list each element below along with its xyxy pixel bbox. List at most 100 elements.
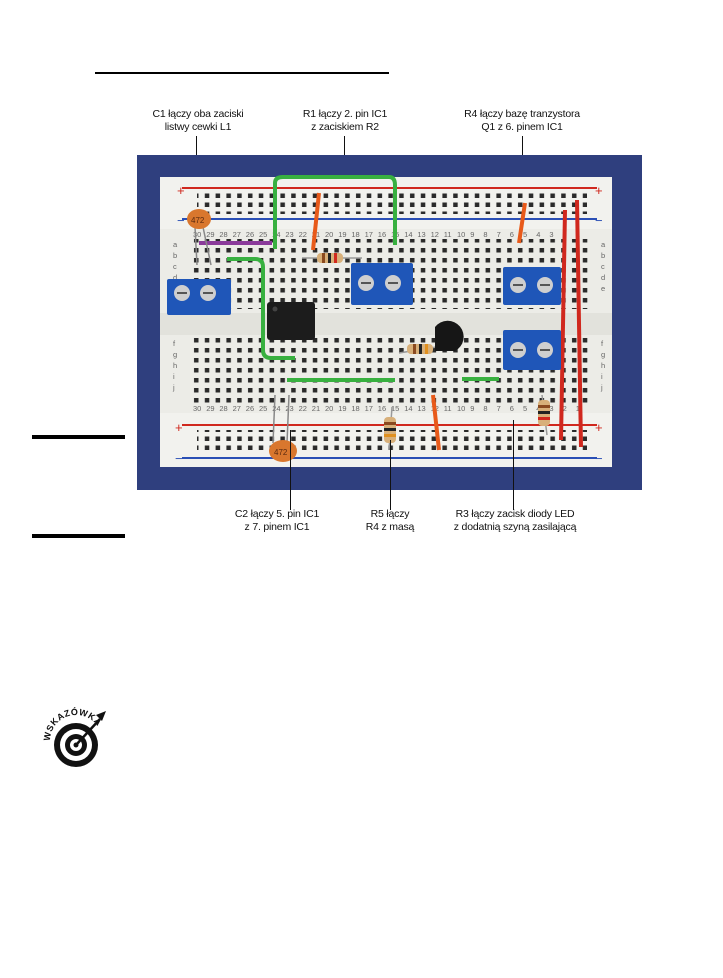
column-number: 30 bbox=[193, 404, 201, 413]
column-number: 26 bbox=[246, 404, 254, 413]
breadboard-photo: + − + − + − + − aabbccddeeffgghhiijj 303… bbox=[137, 155, 642, 490]
row-letter: a bbox=[601, 240, 606, 249]
row-letter: g bbox=[173, 350, 177, 359]
caption-r4: R4 łączy bazę tranzystora Q1 z 6. pinem … bbox=[452, 108, 592, 134]
column-number: 21 bbox=[312, 404, 320, 413]
caption-r4-line2: Q1 z 6. pinem IC1 bbox=[481, 121, 563, 133]
caption-c1-line1: C1 łączy oba zaciski bbox=[152, 108, 244, 120]
resistor-r3 bbox=[538, 394, 550, 436]
caption-r1-line1: R1 łączy 2. pin IC1 bbox=[302, 108, 388, 120]
column-number: 3 bbox=[549, 404, 553, 413]
caption-r3: R3 łączy zacisk diody LED z dodatnią szy… bbox=[445, 508, 585, 534]
caption-c2: C2 łączy 5. pin IC1 z 7. pinem IC1 bbox=[222, 508, 332, 534]
column-number: 2 bbox=[563, 404, 567, 413]
row-letter: c bbox=[173, 262, 177, 271]
column-number: 13 bbox=[417, 404, 425, 413]
caption-c1-line2: listwy cewki L1 bbox=[164, 121, 232, 133]
rail-minus-top-left: − bbox=[177, 213, 185, 228]
column-number: 25 bbox=[259, 230, 267, 239]
column-number: 29 bbox=[206, 404, 214, 413]
caption-c2-line2: z 7. pinem IC1 bbox=[244, 521, 310, 533]
column-number: 27 bbox=[233, 230, 241, 239]
rail-plus-bottom-right: + bbox=[595, 420, 603, 435]
column-number: 16 bbox=[378, 230, 386, 239]
caption-c2-line1: C2 łączy 5. pin IC1 bbox=[234, 508, 320, 520]
column-number: 20 bbox=[325, 230, 333, 239]
caption-c1: C1 łączy oba zaciski listwy cewki L1 bbox=[148, 108, 248, 134]
resistor-r1 bbox=[302, 253, 362, 263]
row-letter: h bbox=[173, 361, 177, 370]
column-number: 14 bbox=[404, 230, 412, 239]
rail-minus-bottom-left: − bbox=[175, 451, 183, 466]
caption-r5: R5 łączy R4 z masą bbox=[350, 508, 430, 534]
column-number: 10 bbox=[457, 404, 465, 413]
row-letter: g bbox=[601, 350, 605, 359]
red-wire-1 bbox=[575, 199, 583, 448]
row-letter: j bbox=[172, 383, 175, 392]
resistor-r5 bbox=[384, 406, 396, 451]
column-number: 16 bbox=[378, 404, 386, 413]
svg-text:472: 472 bbox=[274, 448, 288, 457]
row-letter: f bbox=[173, 339, 176, 348]
rail-plus-top-left: + bbox=[177, 183, 185, 198]
column-number: 9 bbox=[470, 404, 474, 413]
side-rule-upper bbox=[32, 435, 125, 439]
column-number: 12 bbox=[431, 230, 439, 239]
row-letter: h bbox=[601, 361, 605, 370]
header-rule bbox=[95, 72, 389, 74]
column-number: 27 bbox=[233, 404, 241, 413]
column-number: 14 bbox=[404, 404, 412, 413]
row-letter: f bbox=[601, 339, 604, 348]
breadboard-drawing: + − + − + − + − aabbccddeeffgghhiijj 303… bbox=[160, 175, 612, 467]
column-number: 3 bbox=[549, 230, 553, 239]
column-number: 5 bbox=[523, 404, 527, 413]
column-number: 4 bbox=[536, 230, 540, 239]
rail-minus-bottom-right: − bbox=[595, 451, 603, 466]
ic1-chip bbox=[267, 302, 315, 340]
rail-plus-top-right: + bbox=[595, 183, 603, 198]
orange-wire-3 bbox=[431, 394, 441, 451]
column-number: 10 bbox=[457, 230, 465, 239]
column-number: 23 bbox=[285, 230, 293, 239]
column-number: 18 bbox=[351, 230, 359, 239]
column-number: 13 bbox=[417, 230, 425, 239]
column-number: 6 bbox=[510, 404, 514, 413]
side-rule-lower bbox=[32, 534, 125, 538]
svg-text:472: 472 bbox=[191, 216, 205, 225]
caption-r1-line2: z zaciskiem R2 bbox=[311, 121, 379, 133]
callout-line-r5 bbox=[390, 440, 391, 510]
terminal-block-l1 bbox=[167, 279, 231, 315]
column-number: 7 bbox=[497, 230, 501, 239]
caption-r1: R1 łączy 2. pin IC1 z zaciskiem R2 bbox=[290, 108, 400, 134]
column-number: 11 bbox=[444, 230, 452, 239]
transistor-q1 bbox=[435, 320, 464, 351]
column-number: 8 bbox=[483, 230, 487, 239]
column-number: 1 bbox=[576, 404, 580, 413]
column-number: 22 bbox=[299, 230, 307, 239]
caption-r3-line2: z dodatnią szyną zasilającą bbox=[453, 521, 577, 533]
capacitor-c1: 472 bbox=[187, 209, 212, 266]
column-number: 6 bbox=[510, 230, 514, 239]
column-number: 28 bbox=[219, 404, 227, 413]
callout-line-r3 bbox=[513, 420, 514, 510]
orange-wire-1 bbox=[311, 192, 321, 251]
orange-wire-2 bbox=[517, 202, 527, 244]
row-letter: d bbox=[601, 273, 605, 282]
column-number: 26 bbox=[246, 230, 254, 239]
column-number: 29 bbox=[206, 230, 214, 239]
green-wire-left bbox=[227, 257, 295, 360]
caption-r3-line1: R3 łączy zacisk diody LED bbox=[455, 508, 575, 520]
rail-minus-top-right: − bbox=[595, 213, 603, 228]
row-letter: i bbox=[601, 372, 603, 381]
callout-line-c2 bbox=[290, 430, 291, 510]
column-number: 19 bbox=[338, 404, 346, 413]
row-letter: d bbox=[173, 273, 177, 282]
column-number: 7 bbox=[497, 404, 501, 413]
column-number: 24 bbox=[272, 404, 280, 413]
column-number: 15 bbox=[391, 404, 399, 413]
column-number: 5 bbox=[523, 230, 527, 239]
column-number: 28 bbox=[219, 230, 227, 239]
terminal-block-r2 bbox=[351, 263, 413, 305]
row-letter: j bbox=[600, 383, 603, 392]
caption-r5-line2: R4 z masą bbox=[365, 521, 415, 533]
